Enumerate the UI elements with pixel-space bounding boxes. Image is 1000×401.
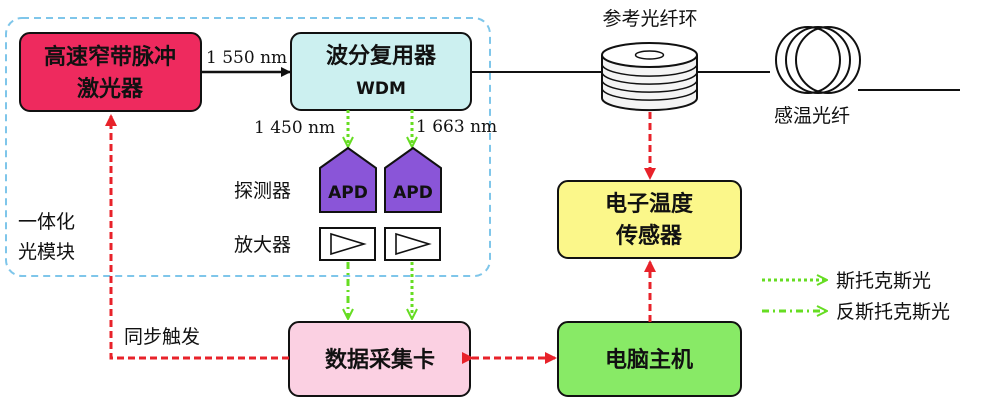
apd-detector-1-label: APD bbox=[328, 183, 368, 203]
sync-trigger-label: 同步触发 bbox=[124, 326, 200, 348]
amplifier-2-triangle-icon bbox=[395, 232, 432, 256]
legend-antistokes-label: 反斯托克斯光 bbox=[836, 301, 950, 323]
temp-sensor-label-line1: 电子温度 bbox=[605, 191, 694, 217]
legend-stokes-label: 斯托克斯光 bbox=[836, 270, 931, 292]
module-label-line1: 一体化 bbox=[18, 211, 75, 233]
detector-label: 探测器 bbox=[234, 180, 291, 202]
legend: 斯托克斯光 反斯托克斯光 bbox=[762, 270, 950, 323]
amplifier-1-triangle-icon bbox=[330, 232, 367, 256]
apd-detector-2 bbox=[384, 146, 442, 213]
apd-detector-1 bbox=[319, 146, 377, 213]
host-pc-label: 电脑主机 bbox=[605, 347, 693, 373]
apd-detector-2-label: APD bbox=[393, 183, 433, 203]
wavelength-1450-label: 1 450 nm bbox=[254, 118, 335, 138]
wdm-label-line2: WDM bbox=[356, 79, 406, 99]
wavelength-1550-label: 1 550 nm bbox=[206, 48, 287, 68]
wdm-label-line1: 波分复用器 bbox=[326, 43, 437, 69]
reference-fiber-ring bbox=[601, 42, 698, 112]
module-label-line2: 光模块 bbox=[18, 241, 75, 263]
daq-card-label: 数据采集卡 bbox=[325, 347, 435, 373]
integrated-module-border bbox=[5, 17, 491, 277]
sensing-fiber-label: 感温光纤 bbox=[774, 105, 850, 127]
laser-label-line1: 高速窄带脉冲 bbox=[44, 44, 176, 70]
sync-trigger-path bbox=[105, 114, 289, 360]
temp-sensor-box bbox=[557, 180, 742, 259]
wavelength-1663-label: 1 663 nm bbox=[416, 117, 497, 137]
amplifier-label: 放大器 bbox=[234, 234, 291, 256]
temp-sensor-label-line2: 传感器 bbox=[615, 223, 683, 249]
laser-label-line2: 激光器 bbox=[77, 76, 144, 102]
ref-ring-label: 参考光纤环 bbox=[602, 8, 697, 30]
sensing-fiber-coil bbox=[775, 26, 861, 94]
